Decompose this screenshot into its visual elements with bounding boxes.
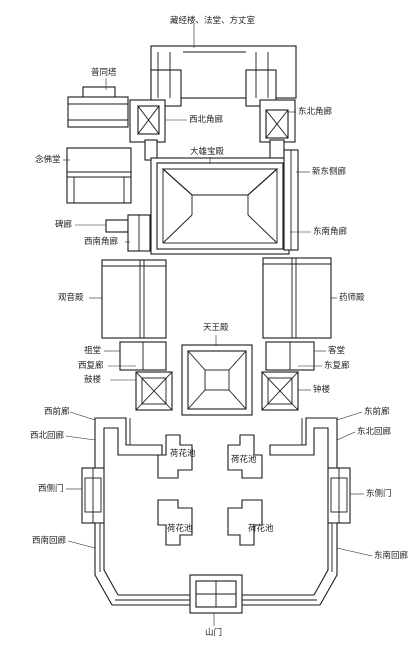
label-ne-loop: 东北回廊	[357, 427, 392, 437]
loop-corridor	[81, 417, 351, 606]
label-pagoda: 普同塔	[91, 68, 117, 78]
nw-corner-gallery	[129, 99, 166, 161]
tianwang-hall-building	[181, 344, 253, 416]
label-east-gate: 东侧门	[366, 489, 392, 499]
buddha-recitation-hall	[66, 147, 132, 204]
label-buddha-hall: 念佛堂	[35, 155, 61, 165]
label-ne-corner: 东北角廊	[298, 107, 333, 117]
label-west-double: 西复廊	[78, 361, 104, 371]
guanyin-hall-building	[101, 259, 167, 339]
label-yaoshi-hall: 药师殿	[339, 293, 365, 303]
label-lotus-4: 荷花池	[248, 524, 274, 534]
label-new-east-corridor: 新东侧廊	[312, 167, 347, 177]
label-se-loop: 东南回廊	[374, 551, 409, 561]
label-west-front: 西前廊	[44, 407, 70, 417]
label-lotus-2: 荷花池	[231, 455, 257, 465]
label-tianwang-hall: 天王殿	[203, 323, 229, 333]
label-drum-tower: 鼓楼	[84, 375, 102, 385]
label-mountain-gate: 山门	[205, 628, 223, 638]
label-sw-corner: 西南角廊	[84, 237, 119, 247]
label-main-hall: 大雄宝殿	[190, 147, 225, 157]
pagoda-building	[67, 86, 129, 128]
side-gates	[84, 477, 348, 513]
ne-corner-gallery	[259, 99, 296, 159]
label-west-gate: 西侧门	[38, 484, 64, 494]
library-hall-building	[150, 45, 297, 107]
new-east-corridor	[283, 149, 299, 251]
label-zhaitang: 祖堂	[84, 346, 102, 356]
label-stele-corridor: 碑廊	[55, 220, 73, 230]
label-bell-tower: 钟楼	[313, 385, 331, 395]
stele-corridor	[105, 214, 151, 252]
label-lotus-3: 荷花池	[167, 524, 193, 534]
yaoshi-hall-building	[262, 257, 332, 339]
label-guanyin-hall: 观音殿	[58, 293, 84, 303]
label-sw-loop: 西南回廊	[32, 536, 67, 546]
label-leaders	[63, 24, 373, 626]
bell-tower-building	[261, 371, 299, 411]
label-nw-loop: 西北回廊	[30, 431, 65, 441]
label-se-corner: 东南角廊	[313, 227, 348, 237]
mountain-gate-building	[189, 574, 243, 614]
label-east-double: 东复廊	[324, 361, 350, 371]
drum-tower-building	[135, 371, 173, 411]
label-east-front: 东前廊	[364, 407, 390, 417]
lotus-ponds	[157, 434, 263, 546]
label-lotus-1: 荷花池	[170, 449, 196, 459]
label-nw-corner: 西北角廊	[189, 115, 224, 125]
small-halls	[119, 341, 315, 371]
main-hall-building	[150, 157, 290, 255]
label-guest-hall: 客堂	[328, 346, 346, 356]
label-library-hall: 藏经楼、法堂、方丈室	[170, 16, 256, 26]
